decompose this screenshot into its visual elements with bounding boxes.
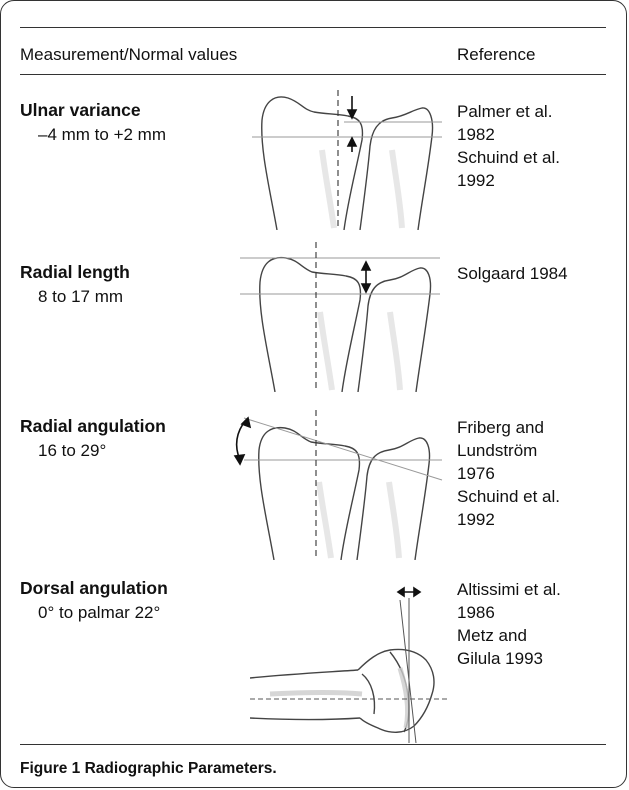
reference-list: Altissimi et al. 1986 Metz and Gilula 19… <box>457 578 561 670</box>
reference-line: 1982 <box>457 123 560 146</box>
bone-illustration-radial-length <box>240 242 440 392</box>
reference-line: Schuind et al. <box>457 485 560 508</box>
reference-line: Palmer et al. <box>457 100 560 123</box>
reference-line: Lundström <box>457 439 560 462</box>
measurement-column-header: Measurement/Normal values <box>20 45 237 65</box>
bone-illustration-dorsal-angulation <box>250 578 450 743</box>
bone-illustration-ulnar-variance <box>252 90 442 230</box>
measurement-name: Dorsal angulation <box>20 578 168 599</box>
table-top-rule <box>20 27 606 28</box>
normal-value: 8 to 17 mm <box>38 287 123 307</box>
table-bottom-rule <box>20 744 606 745</box>
bone-illustration-radial-angulation <box>224 410 444 560</box>
measurement-name: Radial angulation <box>20 416 166 437</box>
header-rule <box>20 74 606 75</box>
normal-value: 0° to palmar 22° <box>38 603 160 623</box>
normal-value: 16 to 29° <box>38 441 106 461</box>
reference-line: Altissimi et al. <box>457 578 561 601</box>
measurement-name: Radial length <box>20 262 130 283</box>
reference-line: Schuind et al. <box>457 146 560 169</box>
normal-value: –4 mm to +2 mm <box>38 125 166 145</box>
reference-line: 1992 <box>457 169 560 192</box>
figure-caption: Figure 1 Radiographic Parameters. <box>20 760 277 778</box>
reference-line: Friberg and <box>457 416 560 439</box>
reference-column-header: Reference <box>457 45 535 65</box>
reference-line: 1986 <box>457 601 561 624</box>
reference-list: Palmer et al. 1982 Schuind et al. 1992 <box>457 100 560 192</box>
reference-line: Gilula 1993 <box>457 647 561 670</box>
reference-line: 1976 <box>457 462 560 485</box>
figure-label: Figure 1 <box>20 760 80 777</box>
reference-line: 1992 <box>457 508 560 531</box>
reference-list: Solgaard 1984 <box>457 262 568 285</box>
measurement-name: Ulnar variance <box>20 100 141 121</box>
reference-line: Metz and <box>457 624 561 647</box>
reference-list: Friberg and Lundström 1976 Schuind et al… <box>457 416 560 531</box>
reference-line: Solgaard 1984 <box>457 262 568 285</box>
caption-text: Radiographic Parameters. <box>80 760 276 777</box>
